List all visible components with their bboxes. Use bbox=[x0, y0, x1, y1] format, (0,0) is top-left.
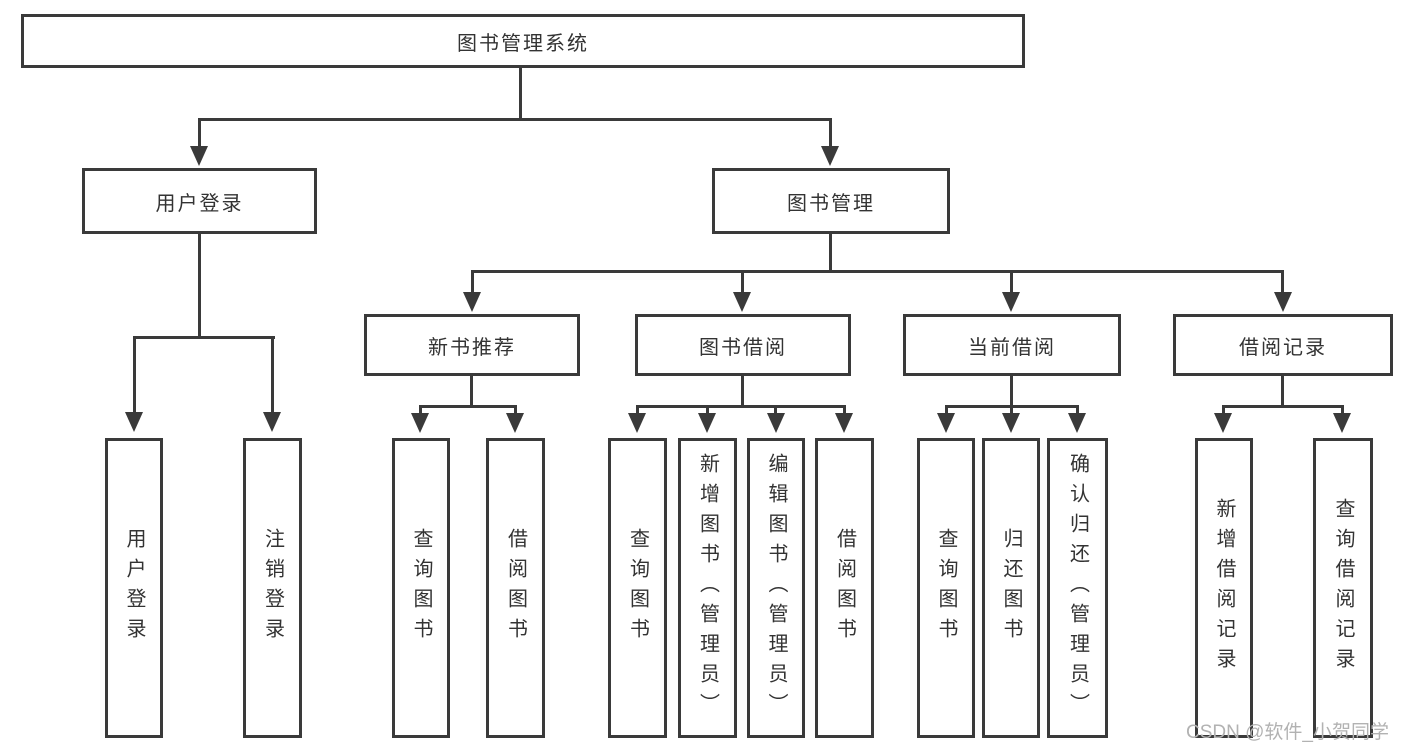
node-book-management: 图书管理 bbox=[712, 168, 950, 234]
connector-line bbox=[133, 336, 136, 414]
node-current-borrowing: 当前借阅 bbox=[903, 314, 1121, 376]
leaf-user-login: 用户登录 bbox=[105, 438, 163, 738]
arrowhead-down-icon bbox=[1002, 292, 1020, 312]
connector-line bbox=[1341, 405, 1344, 416]
connector-line bbox=[1222, 405, 1225, 416]
leaf-label: 新增图书（管理员） bbox=[696, 453, 719, 723]
leaf-add-book-admin: 新增图书（管理员） bbox=[678, 438, 737, 738]
arrowhead-down-icon bbox=[1274, 292, 1292, 312]
connector-line bbox=[198, 118, 201, 148]
arrowhead-down-icon bbox=[411, 413, 429, 433]
node-book-borrowing: 图书借阅 bbox=[635, 314, 851, 376]
arrowhead-down-icon bbox=[1002, 413, 1020, 433]
leaf-query-books: 查询图书 bbox=[917, 438, 975, 738]
arrowhead-down-icon bbox=[698, 413, 716, 433]
connector-stem bbox=[1010, 376, 1013, 407]
leaf-label: 确认归还（管理员） bbox=[1066, 453, 1089, 723]
connector-stem bbox=[198, 234, 201, 338]
leaf-borrow-books: 借阅图书 bbox=[486, 438, 545, 738]
connector-stem bbox=[829, 234, 832, 273]
arrowhead-down-icon bbox=[937, 413, 955, 433]
leaf-confirm-return-admin: 确认归还（管理员） bbox=[1047, 438, 1108, 738]
connector-line bbox=[636, 405, 639, 416]
connector-line bbox=[1281, 270, 1284, 294]
leaf-return-book: 归还图书 bbox=[982, 438, 1040, 738]
leaf-label: 新增借阅记录 bbox=[1213, 498, 1235, 678]
leaf-label: 注销登录 bbox=[261, 528, 284, 648]
leaf-label: 编辑图书（管理员） bbox=[765, 453, 787, 723]
arrowhead-down-icon bbox=[835, 413, 853, 433]
connector-bar bbox=[133, 336, 275, 339]
connector-line bbox=[1076, 405, 1079, 416]
connector-stem bbox=[1281, 376, 1284, 407]
arrowhead-down-icon bbox=[263, 412, 281, 432]
leaf-label: 归还图书 bbox=[1000, 528, 1022, 648]
connector-line bbox=[419, 405, 422, 416]
connector-line bbox=[843, 405, 846, 416]
connector-stem bbox=[470, 376, 473, 407]
connector-line bbox=[514, 405, 517, 416]
leaf-query-books: 查询图书 bbox=[392, 438, 450, 738]
arrowhead-down-icon bbox=[1333, 413, 1351, 433]
node-new-book-recommendation: 新书推荐 bbox=[364, 314, 580, 376]
connector-line bbox=[741, 270, 744, 294]
connector-line bbox=[471, 270, 474, 294]
leaf-label: 借阅图书 bbox=[504, 528, 527, 648]
connector-level1-bar bbox=[199, 118, 831, 121]
node-borrowing-records: 借阅记录 bbox=[1173, 314, 1393, 376]
connector-level2-bar bbox=[471, 270, 1284, 273]
connector-line bbox=[271, 336, 274, 414]
leaf-logout: 注销登录 bbox=[243, 438, 302, 738]
connector-root-stem bbox=[519, 66, 522, 120]
connector-stem bbox=[741, 376, 744, 407]
leaf-add-borrow-record: 新增借阅记录 bbox=[1195, 438, 1253, 738]
connector-line bbox=[1010, 270, 1013, 294]
watermark: CSDN @软件_小贺同学 bbox=[1186, 722, 1389, 743]
connector-line bbox=[945, 405, 948, 416]
arrowhead-down-icon bbox=[125, 412, 143, 432]
leaf-label: 查询图书 bbox=[935, 528, 957, 648]
leaf-label: 用户登录 bbox=[123, 528, 145, 648]
connector-line bbox=[829, 118, 832, 148]
arrowhead-down-icon bbox=[733, 292, 751, 312]
leaf-label: 借阅图书 bbox=[833, 528, 856, 648]
connector-bar bbox=[419, 405, 517, 408]
connector-line bbox=[774, 405, 777, 416]
leaf-label: 查询图书 bbox=[626, 528, 649, 648]
connector-line bbox=[706, 405, 709, 416]
leaf-edit-book-admin: 编辑图书（管理员） bbox=[747, 438, 805, 738]
leaf-query-borrow-record: 查询借阅记录 bbox=[1313, 438, 1373, 738]
arrowhead-down-icon bbox=[1214, 413, 1232, 433]
arrowhead-down-icon bbox=[190, 146, 208, 166]
arrowhead-down-icon bbox=[506, 413, 524, 433]
leaf-query-books: 查询图书 bbox=[608, 438, 667, 738]
leaf-label: 查询借阅记录 bbox=[1332, 498, 1354, 678]
arrowhead-down-icon bbox=[628, 413, 646, 433]
arrowhead-down-icon bbox=[767, 413, 785, 433]
arrowhead-down-icon bbox=[1068, 413, 1086, 433]
connector-bar bbox=[1222, 405, 1344, 408]
connector-bar bbox=[636, 405, 846, 408]
arrowhead-down-icon bbox=[463, 292, 481, 312]
connector-line bbox=[1010, 405, 1013, 416]
node-library-management-system: 图书管理系统 bbox=[21, 14, 1025, 68]
node-user-login: 用户登录 bbox=[82, 168, 317, 234]
leaf-label: 查询图书 bbox=[410, 528, 432, 648]
arrowhead-down-icon bbox=[821, 146, 839, 166]
leaf-borrow-books: 借阅图书 bbox=[815, 438, 874, 738]
